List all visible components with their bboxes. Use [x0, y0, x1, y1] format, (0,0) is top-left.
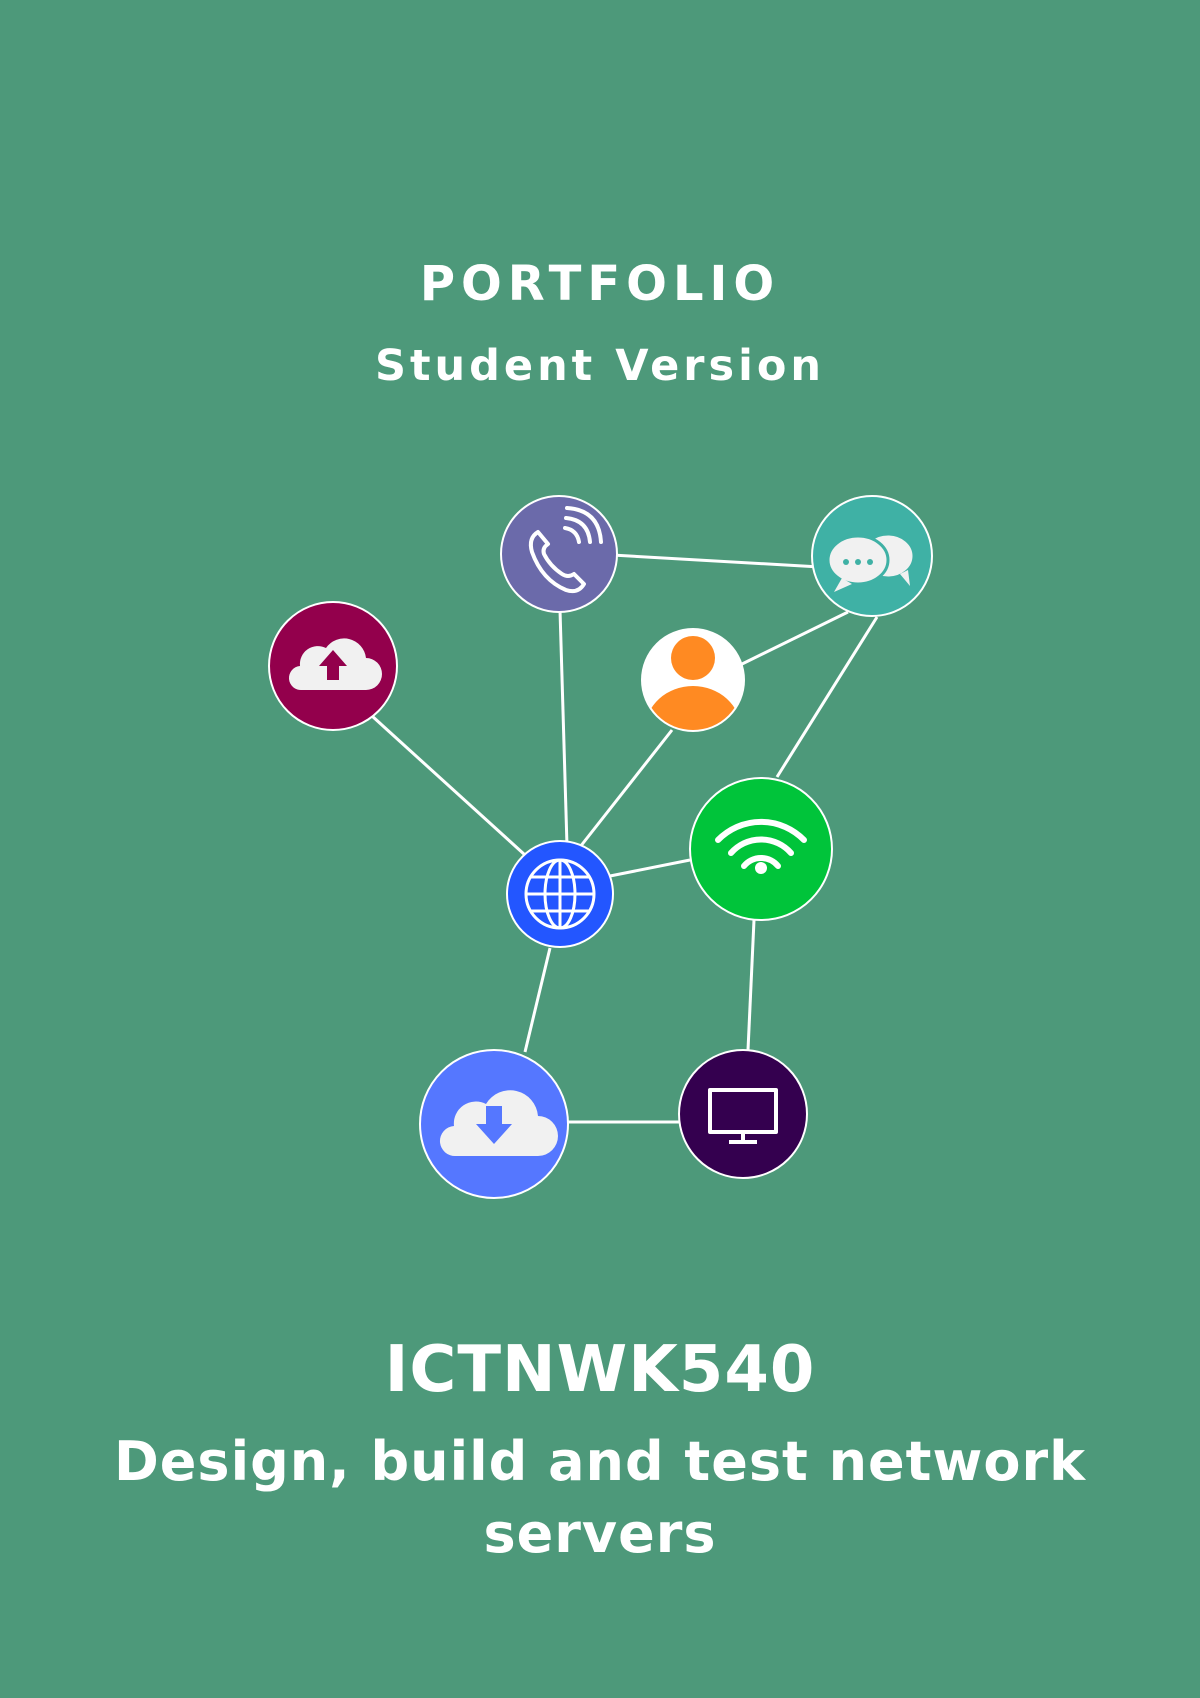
connector-line: [609, 858, 691, 878]
version-label: Student Version: [374, 341, 825, 391]
cloud-download-icon: [439, 1090, 558, 1157]
wifi-icon: [715, 818, 807, 874]
wifi-node: [689, 777, 833, 921]
unit-code: ICTNWK540: [384, 1333, 816, 1407]
unit-title-line: Design, build and test network: [113, 1430, 1087, 1493]
connector-line: [578, 729, 674, 848]
connector-lines: [370, 553, 879, 1124]
connector-line: [558, 609, 569, 847]
chat-bubbles-node: [811, 495, 933, 617]
connector-line: [739, 610, 849, 667]
monitor-icon: [708, 1088, 778, 1144]
unit-title-line: servers: [483, 1502, 717, 1565]
globe-node: [506, 840, 614, 948]
monitor-node: [678, 1049, 808, 1179]
connector-line: [523, 947, 552, 1053]
phone-call-icon: [528, 506, 603, 594]
connector-line: [775, 616, 879, 778]
connector-line: [746, 919, 756, 1051]
cloud-download-node: [419, 1049, 569, 1199]
connector-line: [370, 714, 527, 857]
phone-call-node: [500, 495, 618, 613]
user-node: [641, 628, 745, 732]
connector-line: [611, 553, 821, 569]
user-icon: [645, 636, 741, 730]
chat-bubbles-icon: [826, 532, 916, 592]
cloud-upload-node: [268, 601, 398, 731]
globe-icon: [524, 858, 596, 930]
portfolio-label: PORTFOLIO: [419, 256, 781, 312]
cloud-upload-icon: [288, 638, 382, 691]
unit-title: Design, build and test network servers: [0, 1426, 1200, 1570]
